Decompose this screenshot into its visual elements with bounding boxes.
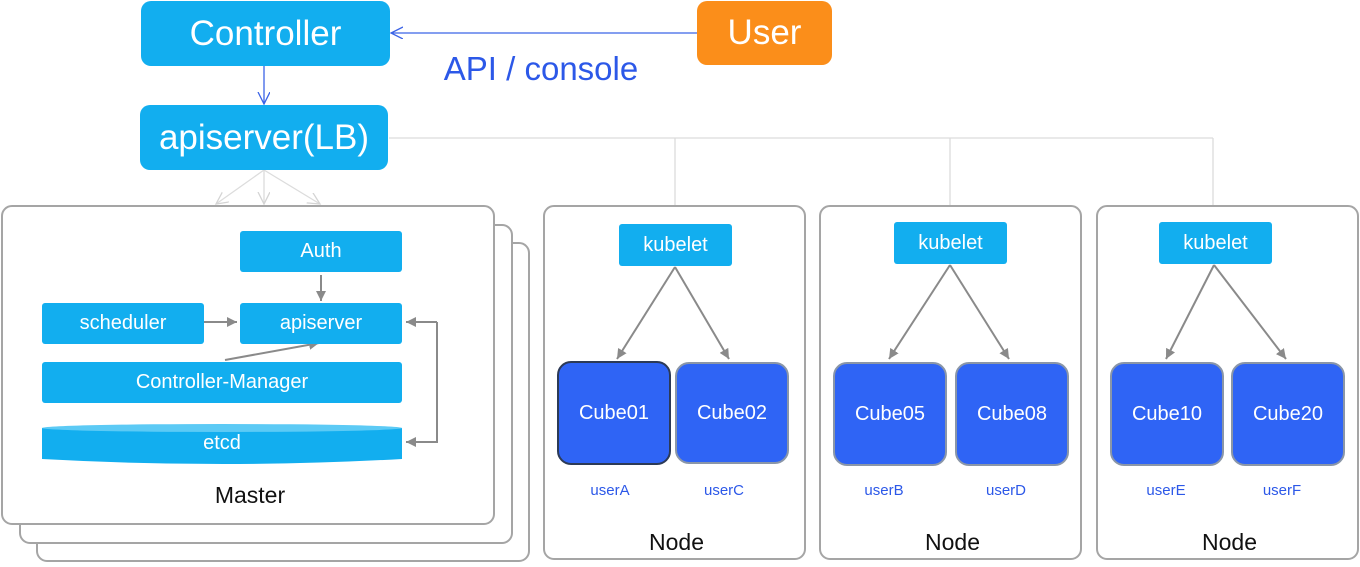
node-3-connectors bbox=[1165, 264, 1287, 360]
cube-box: Cube10 bbox=[1110, 362, 1224, 466]
node-1-connectors bbox=[616, 266, 730, 360]
user-label: userC bbox=[703, 482, 744, 499]
node-card-1: kubelet Cube01 Cube02 userA userC Node bbox=[543, 205, 806, 560]
etcd-cylinder bbox=[42, 424, 402, 464]
node-caption: Node bbox=[925, 529, 980, 555]
auth-box: Auth bbox=[240, 231, 402, 272]
user-label: userB bbox=[864, 482, 904, 499]
kubelet-box: kubelet bbox=[619, 224, 732, 266]
cube-box: Cube20 bbox=[1231, 362, 1345, 466]
apiserver-box: apiserver bbox=[240, 303, 402, 344]
node-caption: Node bbox=[1202, 529, 1257, 555]
node-caption: Node bbox=[649, 529, 704, 555]
master-caption: Master bbox=[214, 482, 286, 508]
cube-box: Cube01 bbox=[557, 361, 671, 465]
master-connectors bbox=[204, 275, 438, 447]
kubelet-box: kubelet bbox=[894, 222, 1007, 264]
controller-box: Controller bbox=[141, 1, 390, 66]
api-console-label: API / console bbox=[443, 50, 639, 87]
kubelet-box: kubelet bbox=[1159, 222, 1272, 264]
master-card: Auth scheduler apiserver Controller-Mana… bbox=[1, 205, 495, 525]
controller-manager-box: Controller-Manager bbox=[42, 362, 402, 403]
scheduler-box: scheduler bbox=[42, 303, 204, 344]
node-card-3: kubelet Cube10 Cube20 userE userF Node bbox=[1096, 205, 1359, 560]
node-card-2: kubelet Cube05 Cube08 userB userD Node bbox=[819, 205, 1082, 560]
node-2-connectors bbox=[888, 264, 1010, 360]
user-label: userE bbox=[1146, 482, 1186, 499]
apiserver-lb-box: apiserver(LB) bbox=[140, 105, 388, 170]
cube-box: Cube05 bbox=[833, 362, 947, 466]
user-label: userA bbox=[590, 482, 630, 499]
cube-box: Cube02 bbox=[675, 362, 789, 464]
user-label: userF bbox=[1262, 482, 1302, 499]
etcd-label: etcd bbox=[203, 432, 241, 454]
cube-box: Cube08 bbox=[955, 362, 1069, 466]
user-box: User bbox=[697, 1, 832, 65]
user-label: userD bbox=[985, 482, 1026, 499]
